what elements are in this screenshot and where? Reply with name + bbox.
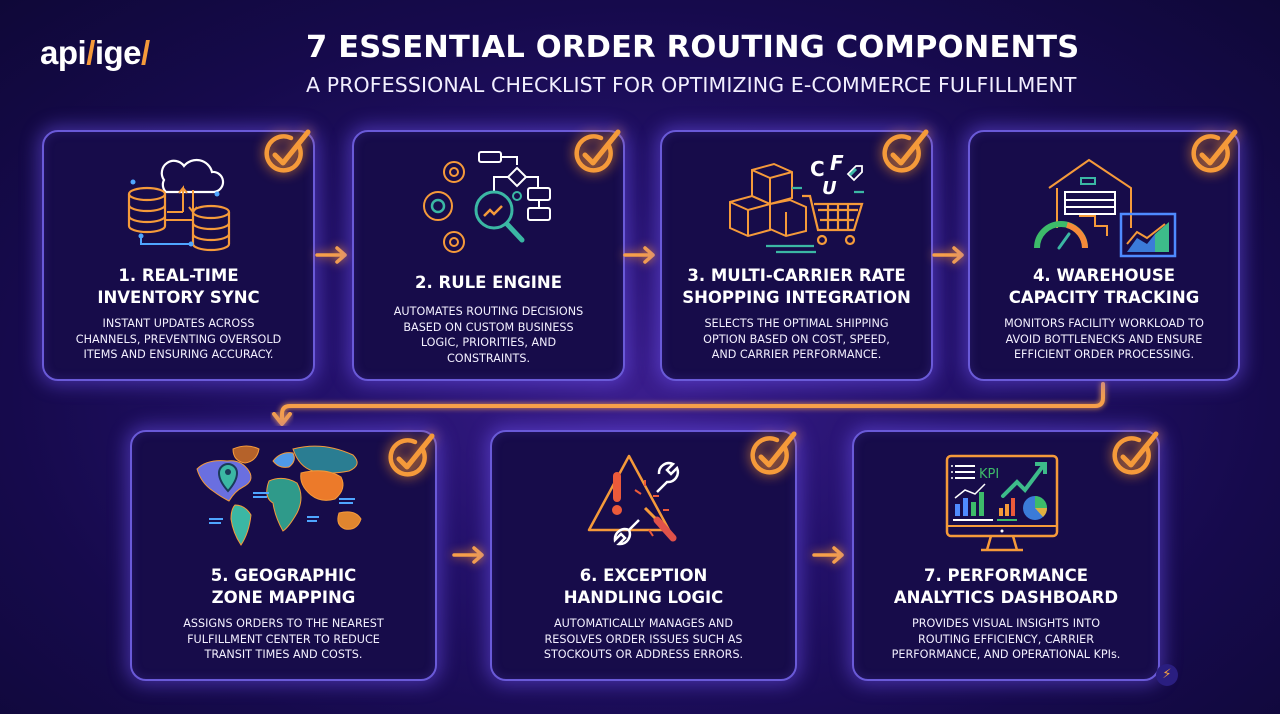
- flow-arrow-1-to-2: [315, 246, 347, 264]
- svg-text:F: F: [830, 151, 844, 175]
- flow-arrow-3-to-4: [932, 246, 964, 264]
- cloud-database-sync-icon: [44, 146, 313, 264]
- corner-sparkle-icon: ⚡: [1156, 664, 1178, 686]
- card-title: 2. RULE ENGINE: [415, 273, 562, 292]
- svg-text:U: U: [822, 178, 837, 199]
- logo-slash: /: [86, 34, 95, 71]
- svg-text:C: C: [810, 157, 825, 181]
- checkmark-circle-icon: [1112, 431, 1159, 475]
- flow-arrow-5-to-6: [452, 546, 484, 564]
- page-title: 7 ESSENTIAL ORDER ROUTING COMPONENTS: [306, 30, 1080, 65]
- checkmark-circle-icon: [882, 129, 929, 173]
- flow-arrow-6-to-7: [812, 546, 844, 564]
- checkmark-circle-icon: [264, 129, 311, 173]
- monitor-kpi-dashboard-icon: KPI: [854, 446, 1158, 564]
- warning-broken-wrench-icon: [492, 446, 795, 564]
- flow-arrow-2-to-3: [623, 246, 655, 264]
- logo-slash: /: [141, 34, 150, 71]
- component-card-2: 2. RULE ENGINE AUTOMATES ROUTING DECISIO…: [352, 130, 625, 381]
- checkmark-circle-icon: [1191, 129, 1238, 173]
- page-subtitle: A PROFESSIONAL CHECKLIST FOR OPTIMIZING …: [306, 73, 1077, 97]
- checkmark-circle-icon: [574, 129, 621, 173]
- gears-flowchart-magnifier-icon: [354, 146, 623, 264]
- checkmark-circle-icon: [750, 431, 797, 475]
- warehouse-gauge-chart-icon: [970, 146, 1238, 264]
- logo-text-api: api: [40, 34, 87, 71]
- checkmark-circle-icon: [388, 433, 435, 477]
- world-map-pin-icon: [132, 440, 435, 558]
- logo-text-ige: ige: [94, 34, 142, 71]
- brand-logo: api/ige/: [40, 34, 150, 72]
- boxes-cart-carriers-icon: C F U: [662, 146, 931, 264]
- svg-text:KPI: KPI: [979, 467, 999, 482]
